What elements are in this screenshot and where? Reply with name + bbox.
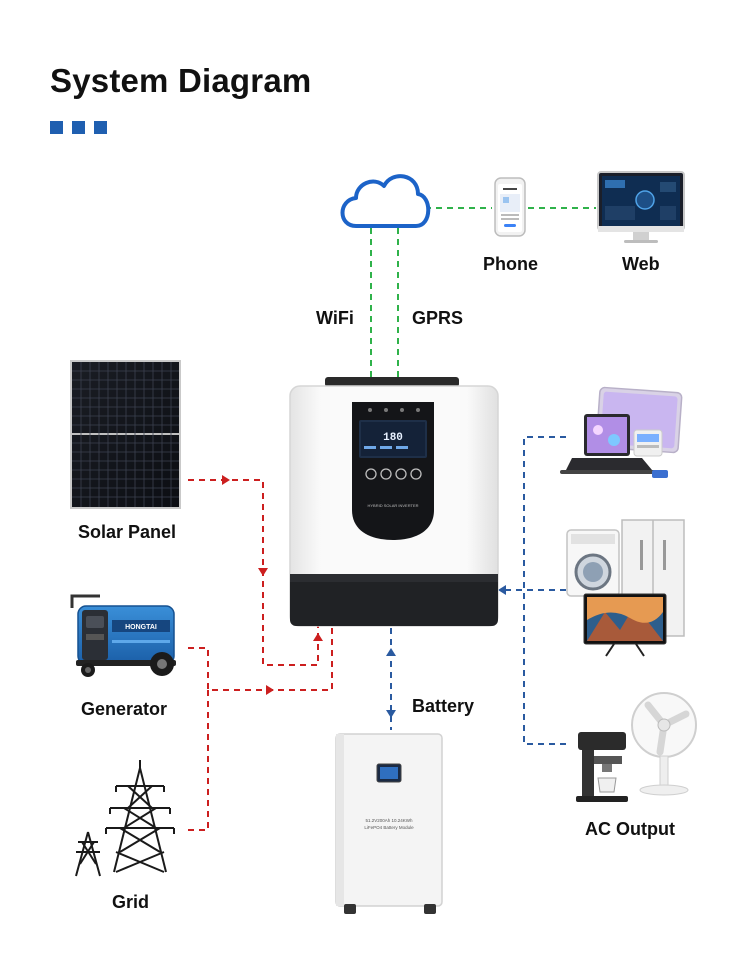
tablet-laptop-icon — [560, 386, 683, 478]
monitor-icon — [597, 171, 685, 243]
grid-label: Grid — [112, 892, 150, 912]
input-arrows — [222, 475, 323, 695]
battery-spec-line2: LiFePO4 Battery Module — [364, 825, 414, 830]
output-arrows — [386, 585, 506, 718]
generator-line — [188, 625, 333, 691]
transmission-tower-icon — [75, 760, 175, 877]
solar-line — [188, 479, 319, 666]
page-title: System Diagram — [50, 62, 312, 99]
wifi-label: WiFi — [316, 308, 354, 328]
battery-spec-line1: 51.2V200Ah 10.24KWh — [365, 818, 413, 823]
inverter-panel-text: HYBRID SOLAR INVERTER — [367, 503, 418, 508]
phone-label: Phone — [483, 254, 539, 274]
cloud-icon — [340, 174, 431, 228]
web-label: Web — [622, 254, 660, 274]
inverter-display-value: 180 — [383, 432, 403, 444]
appliances-icon — [566, 519, 685, 657]
solar-panel-label: Solar Panel — [78, 522, 177, 542]
title-accent-square — [94, 121, 107, 134]
inverter-icon: 180 HYBRID SOLAR INVERTER — [289, 377, 499, 627]
generator-icon: HONGTAI — [70, 594, 176, 677]
ac-output-label: AC Output — [585, 819, 675, 839]
title-accent-square — [72, 121, 85, 134]
input-lines — [188, 479, 333, 831]
fan-icon — [631, 692, 697, 796]
smartphone-icon — [494, 177, 526, 237]
comm-lines — [370, 207, 596, 380]
battery-label: Battery — [412, 696, 475, 716]
generator-brand: HONGTAI — [125, 624, 157, 631]
coffee-machine-icon — [576, 732, 628, 802]
title-accent-square — [50, 121, 63, 134]
solar-panel-icon — [70, 360, 181, 509]
generator-label: Generator — [81, 699, 168, 719]
battery-icon: 51.2V200Ah 10.24KWh LiFePO4 Battery Modu… — [335, 733, 443, 914]
gprs-label: GPRS — [412, 308, 464, 328]
grid-line — [188, 690, 209, 831]
output-lines — [390, 436, 566, 745]
